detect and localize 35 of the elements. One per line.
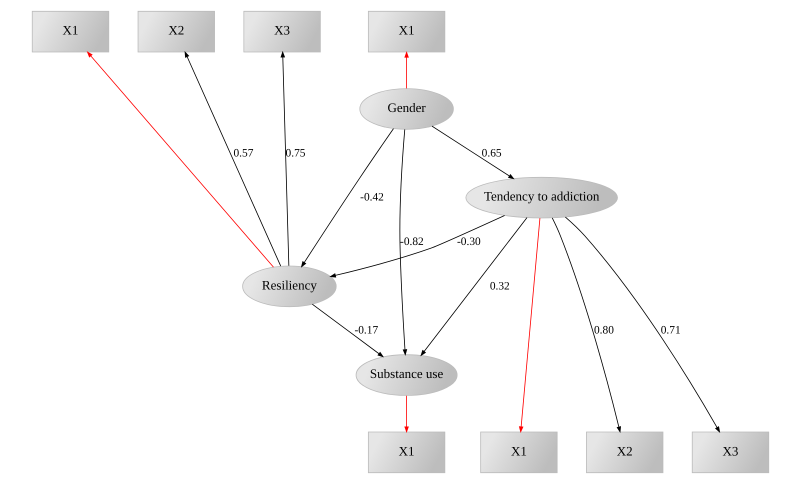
arrow [518, 218, 540, 433]
edge-label: 0.57 [232, 147, 253, 160]
arrow [311, 304, 384, 358]
node-box: X1 [367, 10, 445, 52]
arrow [184, 50, 281, 266]
edge-label: -0.42 [360, 192, 384, 204]
node-box: X1 [31, 10, 109, 52]
node-box: X1 [480, 432, 558, 474]
edge-label: 0.75 [285, 147, 305, 160]
node-ellipse: Gender [358, 88, 454, 130]
arrow [280, 50, 289, 266]
arrow [399, 129, 407, 356]
arrow [86, 51, 274, 268]
arrow [420, 217, 527, 356]
arrow [404, 395, 408, 434]
edge-label: 0.80 [593, 324, 614, 337]
edge-label: 0.71 [660, 324, 680, 337]
edge-label: -0.82 [400, 236, 424, 248]
node-ellipse: Substance use [355, 354, 458, 396]
edge-label: -0.30 [456, 236, 480, 248]
edge-label: -0.17 [354, 324, 378, 337]
arrow [564, 216, 720, 433]
node-box: X1 [367, 432, 445, 474]
arrow [300, 128, 394, 268]
node-ellipse: Tendency to addiction [464, 176, 618, 218]
arrow [551, 218, 621, 434]
edge-label: 0.32 [489, 280, 510, 292]
edge-label: 0.65 [481, 147, 502, 160]
arrow [431, 126, 514, 180]
node-box: X3 [691, 432, 769, 474]
node-box: X2 [586, 432, 663, 474]
arrow [404, 51, 408, 89]
node-box: X2 [137, 10, 214, 52]
node-box: X3 [242, 10, 320, 52]
arrow [328, 215, 504, 278]
